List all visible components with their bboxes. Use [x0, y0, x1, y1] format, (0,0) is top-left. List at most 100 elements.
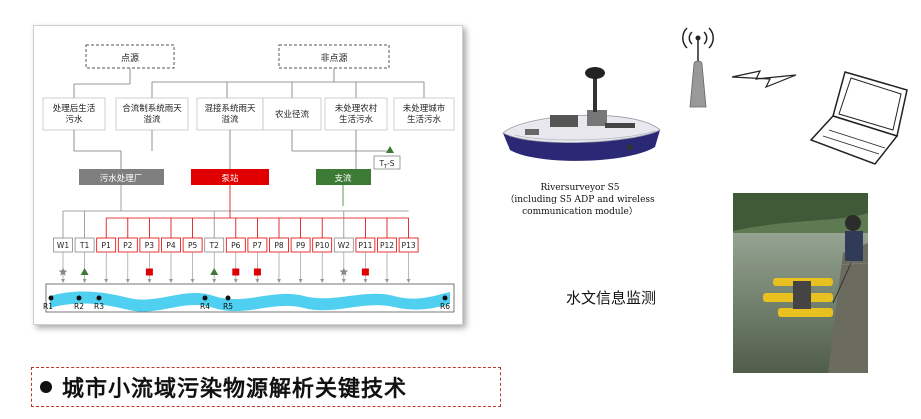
arrow-head: [147, 279, 152, 283]
arrow-head: [255, 279, 260, 283]
river-point: [225, 295, 231, 301]
section-title: 城市小流域污染物源解析关键技术: [62, 377, 408, 402]
square-marker: [145, 268, 153, 276]
arrow-head: [233, 279, 238, 283]
outfall-label: P7: [253, 241, 263, 250]
outfall-label: W1: [57, 241, 69, 250]
arrow-head: [363, 279, 368, 283]
outfall-label: P2: [123, 241, 133, 250]
arrow-head: [298, 279, 303, 283]
outfall-label: P11: [358, 241, 372, 250]
outfall-boxes: W1 T1 P1 P2 P3 P4 P5 T2 P6 P7 P8 P9 P10 W2 P11 P12 P13: [53, 237, 419, 283]
boat-caption-line1: Riversurveyor S5: [540, 183, 620, 193]
ts-triangle-marker: [386, 146, 394, 153]
river-point-label: R3: [94, 302, 104, 311]
outfall-label: P5: [188, 241, 198, 250]
source-box: [262, 97, 322, 131]
source-label: 溢流: [221, 114, 239, 125]
outfall-label: T1: [79, 241, 90, 250]
lightning-icon: [731, 70, 797, 89]
river-point: [202, 295, 208, 301]
boat-caption-line2: （including S5 ADP and wireless: [505, 195, 655, 205]
river-point-label: R5: [223, 302, 233, 311]
outfall-label: P10: [315, 241, 329, 250]
source-box: [42, 97, 106, 131]
source-boxes: 处理后生活污水合流制系统雨天溢流混接系统雨天溢流农业径流未处理农村生活污水未处理…: [42, 97, 455, 131]
nonpoint-source-label: 非点源: [320, 52, 347, 64]
field-photo: [733, 193, 868, 373]
boat-caption-line3: communication module）: [522, 207, 638, 217]
ts-box: [373, 155, 401, 170]
hub-pump-station-label: 泵站: [221, 173, 239, 184]
source-label: 生活污水: [339, 114, 374, 125]
arrow-head: [212, 279, 217, 283]
source-box: [115, 97, 189, 131]
square-marker: [253, 268, 261, 276]
source-box: [196, 97, 264, 131]
hub-pump-station: [191, 169, 269, 185]
outfall-label: P9: [296, 241, 306, 250]
hub-tributary-label: 支流: [334, 173, 352, 184]
arrow-head: [190, 279, 195, 283]
outfall-label: P6: [231, 241, 241, 250]
star-marker: [339, 267, 349, 276]
ts-label: TT-S: [378, 159, 394, 170]
arrow-head: [385, 279, 389, 283]
outfall-label: W2: [338, 241, 350, 250]
hub-wwtp: [79, 169, 164, 185]
arrow-head: [341, 279, 346, 283]
arrow-head: [169, 279, 173, 283]
river-stream: [50, 291, 450, 312]
source-label: 农业径流: [275, 109, 310, 120]
river-point-label: R6: [440, 302, 450, 311]
square-marker: [361, 268, 369, 276]
diagram-svg: 点源 非点源 处理后生活污水合流制系统雨天溢流混接系统雨天溢流农业径流未处理农村…: [42, 44, 455, 313]
source-label: 未处理农村: [335, 103, 378, 114]
arrow-head: [320, 279, 325, 283]
river-point: [442, 295, 448, 301]
source-label: 生活污水: [407, 114, 442, 125]
source-box: [324, 97, 388, 131]
source-label: 溢流: [143, 114, 161, 125]
arrow-head: [277, 279, 281, 283]
arrow-head: [61, 279, 65, 283]
arrow-head: [125, 279, 130, 283]
source-label: 未处理城市: [403, 103, 446, 114]
river-point-label: R1: [43, 302, 53, 311]
outfall-label: P13: [402, 241, 416, 250]
outfall-label: P1: [102, 241, 112, 250]
river-points: R1 R2 R3 R4 R5 R6: [43, 295, 450, 311]
triangle-marker: [80, 268, 89, 275]
boat-caption: Riversurveyor S5 （including S5 ADP and w…: [500, 182, 660, 218]
source-label: 处理后生活: [53, 103, 96, 114]
outfall-label: P12: [380, 241, 394, 250]
outfall-label: P8: [274, 241, 284, 250]
hub-tributary: [316, 169, 371, 185]
outfall-label: T2: [209, 241, 220, 250]
laptop-icon: [809, 71, 908, 165]
star-marker: [58, 267, 68, 276]
outfall-distribution: [62, 185, 410, 238]
point-source-label: 点源: [121, 53, 139, 64]
outfall-label: P4: [166, 241, 176, 250]
section-title-box: 城市小流域污染物源解析关键技术: [31, 367, 501, 407]
source-label: 污水: [65, 114, 83, 125]
river-point: [76, 295, 82, 301]
river-point: [48, 295, 54, 301]
triangle-marker: [210, 268, 219, 275]
source-label: 混接系统雨天: [204, 103, 256, 114]
top-connectors: [73, 68, 425, 98]
source-label: 合流制系统雨天: [122, 103, 182, 114]
square-marker: [232, 268, 240, 276]
river-point: [96, 295, 102, 301]
arrow-head: [406, 279, 411, 283]
river-point-label: R2: [74, 302, 84, 311]
river-point-label: R4: [200, 302, 210, 311]
source-box: [393, 97, 455, 131]
hub-wwtp-label: 污水处理厂: [100, 173, 143, 184]
arrow-head: [104, 279, 109, 283]
bullet-icon: [40, 381, 52, 393]
antenna-icon: [682, 27, 714, 108]
outfall-label: P3: [145, 241, 155, 250]
boat-image: [502, 67, 661, 161]
